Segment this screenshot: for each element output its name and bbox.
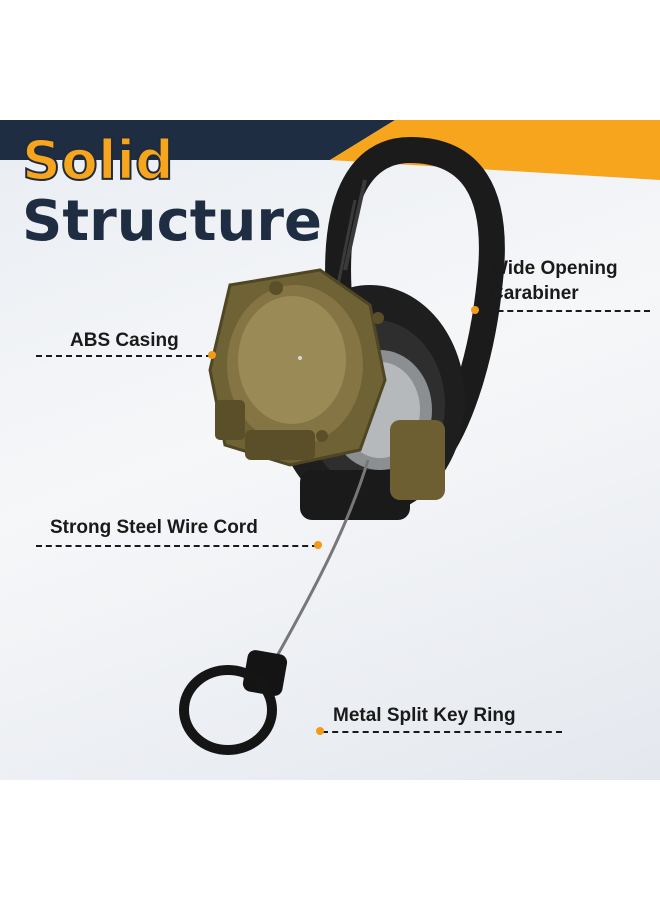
steel-wire-icon: [270, 459, 370, 666]
dot-casing: [208, 351, 216, 359]
leader-casing: [36, 355, 212, 357]
carabiner-icon: [325, 136, 505, 463]
callout-casing: ABS Casing: [70, 330, 179, 351]
key-ring-icon: [179, 650, 288, 755]
callout-carabiner-line1: Wide Opening: [490, 258, 618, 279]
retractable-reel-illustration: [179, 136, 505, 755]
callout-carabiner-line2: Carabiner: [490, 283, 579, 304]
title-line-2: Structure: [22, 189, 323, 254]
leader-ring: [322, 731, 562, 733]
dot-carabiner: [471, 306, 479, 314]
callout-ring: Metal Split Key Ring: [333, 705, 516, 726]
decorative-stripes: [0, 120, 660, 180]
dot-wire: [314, 541, 322, 549]
product-banner: Solid Structure: [0, 120, 660, 780]
title-line-1: Solid: [21, 129, 175, 192]
abs-casing-icon: [208, 268, 387, 467]
callout-wire: Strong Steel Wire Cord: [50, 517, 258, 538]
leader-wire: [36, 545, 318, 547]
dot-ring: [316, 727, 324, 735]
leader-carabiner: [478, 310, 650, 312]
